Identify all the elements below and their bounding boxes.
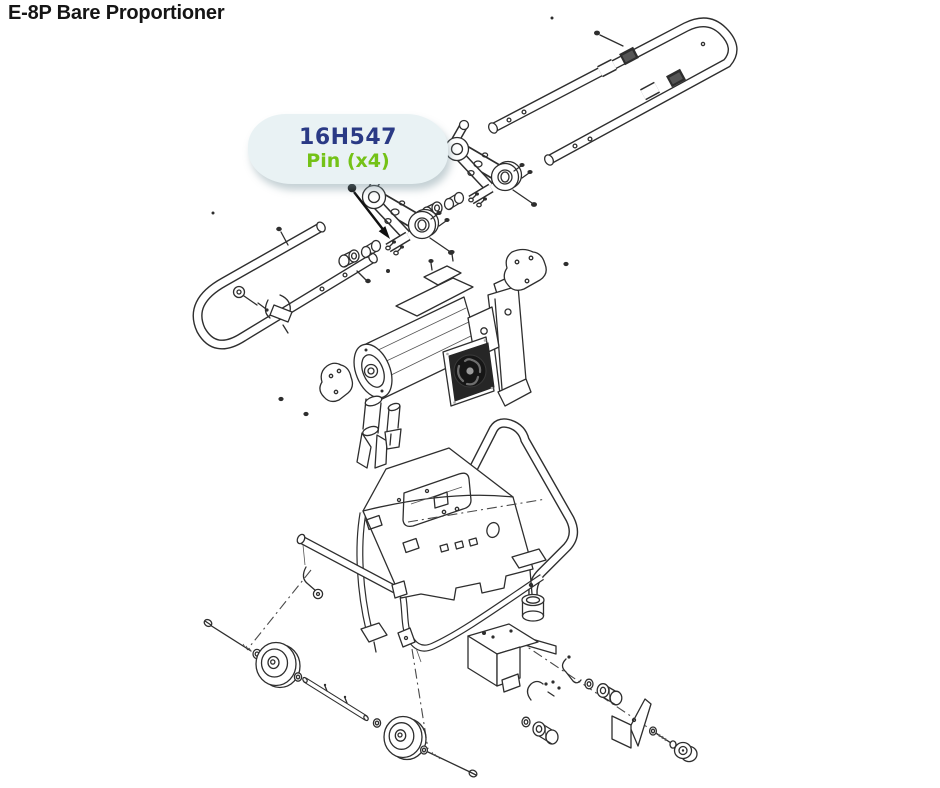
- handle-tube-lower: [192, 221, 378, 350]
- lower-bracket-group: [467, 623, 698, 763]
- roller-bushing: [532, 721, 559, 745]
- wheel-rear: [383, 715, 427, 761]
- cooling-fan: [442, 336, 495, 407]
- frame-foot: [360, 622, 388, 643]
- washer: [584, 678, 594, 690]
- rubber-foot: [511, 548, 547, 622]
- knob-bolt: [648, 726, 698, 763]
- roller-bushing: [596, 683, 623, 706]
- washer: [372, 718, 382, 728]
- front-bar-tube: [296, 533, 408, 599]
- cable-clip: [232, 285, 293, 334]
- washer: [293, 672, 303, 682]
- frame-deck: [362, 447, 534, 601]
- cart-frame: [296, 418, 579, 663]
- mount-plate: [611, 698, 652, 749]
- part-callout[interactable]: 16H547 Pin (x4): [248, 114, 448, 184]
- channel-bracket: [467, 623, 557, 693]
- callout-leader-arrow: [347, 183, 390, 239]
- pump-valve-bodies: [356, 395, 402, 469]
- guide-bracket: [302, 544, 324, 600]
- grip-collars: [597, 46, 686, 101]
- axle-bolt-front: [203, 618, 252, 652]
- pump-assembly: [278, 248, 569, 469]
- callout-part-label: Pin (x4): [306, 150, 390, 173]
- retainer-clips: [526, 655, 582, 701]
- cover-plate-right: [503, 248, 569, 291]
- axle-bolt-rear: [427, 751, 478, 778]
- handle-tube-upper: [488, 17, 738, 166]
- cover-plate-left: [278, 362, 354, 417]
- wheel-axle-group: [203, 618, 478, 778]
- callout-part-number: 16H547: [299, 124, 397, 150]
- wheel-front: [255, 641, 301, 689]
- axle-mount-bracket: [397, 627, 416, 648]
- washer: [419, 745, 429, 755]
- washer: [521, 716, 531, 728]
- page-title: E-8P Bare Proportioner: [8, 2, 225, 24]
- axle-rod: [302, 676, 369, 722]
